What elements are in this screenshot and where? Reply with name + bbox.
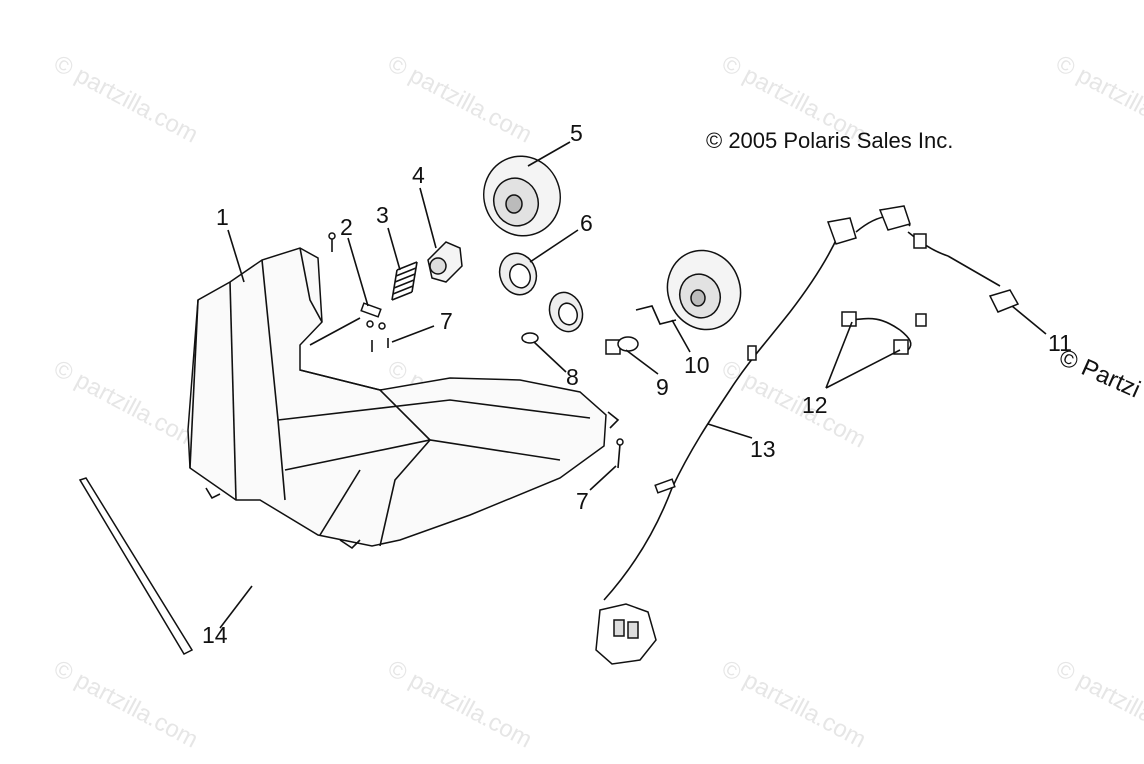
headlight-housing[interactable] [187, 247, 620, 550]
callout-2: 2 [340, 214, 353, 240]
trim-strip[interactable] [78, 477, 194, 655]
callout-7-lower: 7 [576, 488, 589, 514]
retaining-clip[interactable] [635, 305, 677, 325]
connector-plug[interactable] [988, 289, 1020, 313]
callout-6: 6 [580, 210, 593, 236]
bulb-retaining-ring[interactable] [494, 248, 588, 336]
callout-13: 13 [750, 436, 776, 462]
callout-8: 8 [566, 364, 579, 390]
callout-3: 3 [376, 202, 389, 228]
adjuster-knob[interactable] [427, 241, 463, 283]
parking-bulb[interactable] [521, 332, 539, 344]
callout-9: 9 [656, 374, 669, 400]
headlight-bulb[interactable] [605, 336, 639, 355]
callout-12: 12 [802, 392, 828, 418]
reflector-upper[interactable] [473, 145, 572, 246]
callout-4: 4 [412, 162, 425, 188]
callout-5: 5 [570, 120, 583, 146]
wiring-harness[interactable] [595, 205, 1001, 665]
callout-7-upper: 7 [440, 308, 453, 334]
leader-lines [219, 141, 1047, 629]
clip-part[interactable] [360, 302, 386, 330]
callout-10: 10 [684, 352, 710, 378]
screws[interactable] [328, 232, 624, 469]
callout-11: 11 [1048, 330, 1072, 356]
copyright-notice: © 2005 Polaris Sales Inc. [706, 128, 954, 153]
bulb-sockets[interactable] [841, 311, 927, 355]
reflector-lower[interactable] [656, 240, 751, 340]
callout-14: 14 [202, 622, 228, 648]
callout-1: 1 [216, 204, 229, 230]
adjuster-spring[interactable] [391, 261, 418, 301]
